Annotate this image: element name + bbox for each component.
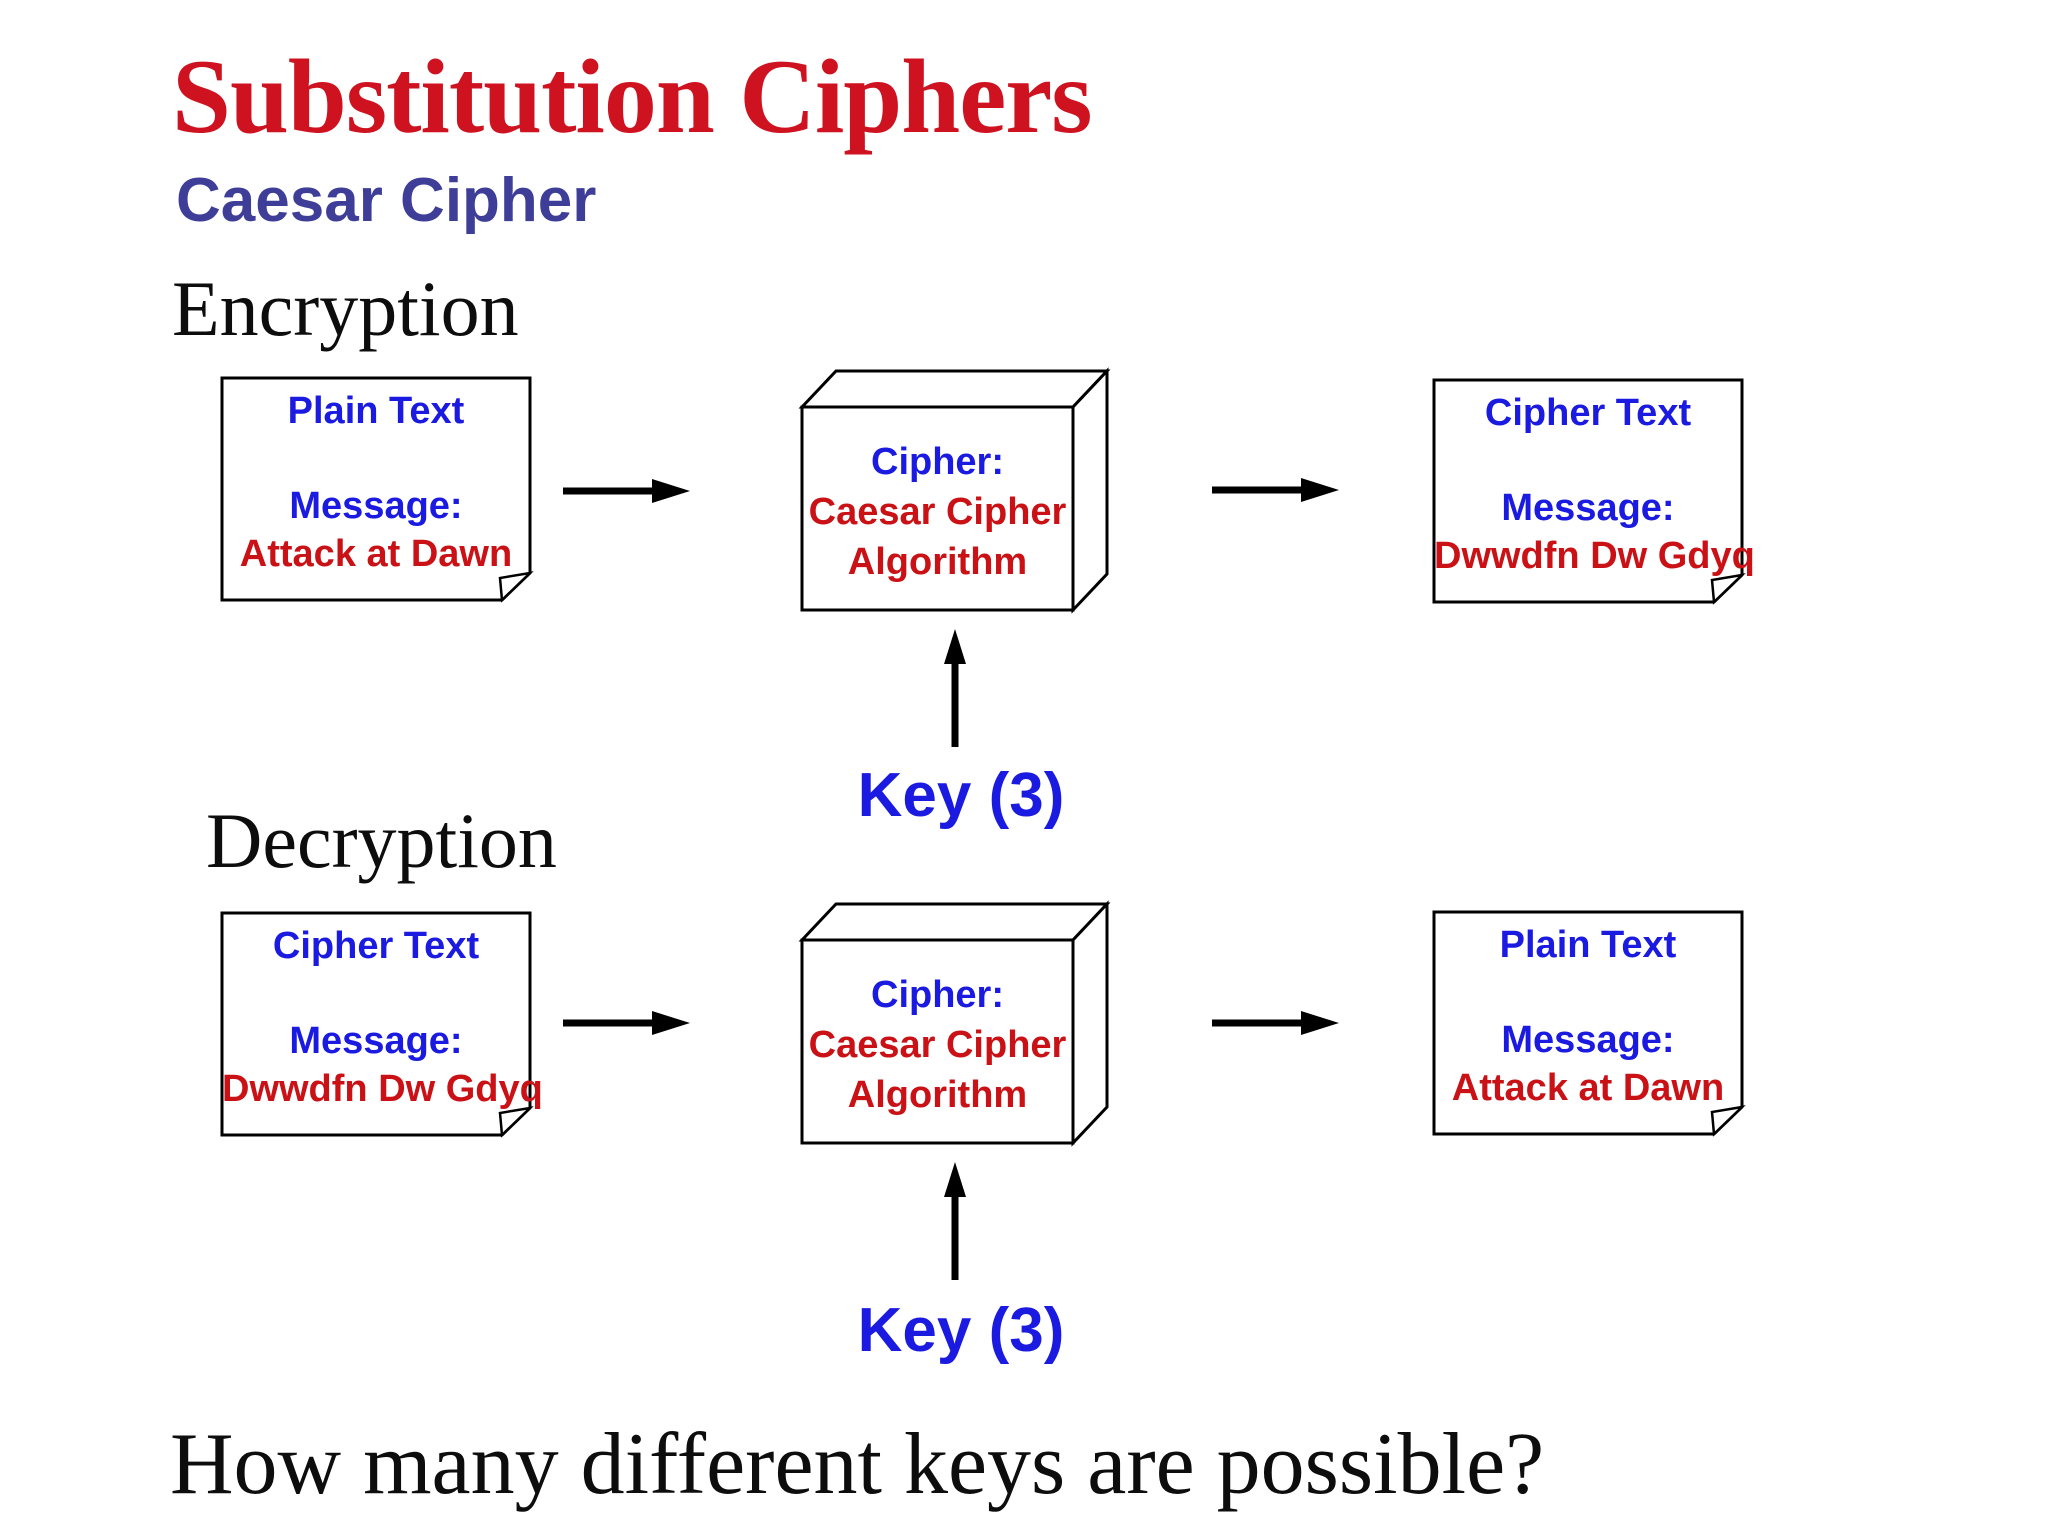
dec-input-note-fold-icon (498, 1106, 534, 1138)
note-title: Cipher Text (1484, 392, 1692, 434)
enc-cipher-box-top-face (798, 369, 1111, 409)
cipher-label: Cipher: (871, 974, 1004, 1016)
message-label: Message: (1501, 487, 1675, 529)
dec-cipher-box-text: Cipher: Caesar Cipher Algorithm (802, 970, 1073, 1120)
message-label: Message: (289, 1020, 463, 1062)
cipher-name-line2: Algorithm (847, 1074, 1028, 1116)
dec-output-note-fold-icon (1710, 1105, 1746, 1137)
cipher-name-line1: Caesar Cipher (808, 491, 1067, 533)
encryption-section-label: Encryption (172, 265, 519, 352)
dec-cipher-box-top-face (798, 902, 1111, 942)
message-value: Dwwdfn Dw Gdyq (222, 1068, 543, 1110)
note-title: Plain Text (1499, 924, 1677, 966)
closing-question: How many different keys are possible? (170, 1416, 1545, 1513)
enc-input-note-fold-icon (498, 571, 534, 603)
enc-output-note-fold-icon (1710, 573, 1746, 605)
message-value: Dwwdfn Dw Gdyq (1434, 535, 1755, 577)
dec-key-up-arrow-head-icon (944, 1162, 966, 1197)
dec-cipher-box-front-face (800, 938, 1075, 1145)
message-label: Message: (1501, 1019, 1675, 1061)
note-title: Plain Text (287, 390, 465, 432)
dec-output-note-text: Plain Text Message: Attack at Dawn (1434, 912, 1742, 1112)
dec-cipher-box-right-face (1071, 900, 1109, 1147)
enc-input-note-text: Plain Text Message: Attack at Dawn (222, 378, 530, 578)
enc-cipher-box-text: Cipher: Caesar Cipher Algorithm (802, 437, 1073, 587)
slide-title: Substitution Ciphers (172, 38, 1093, 155)
note-title: Cipher Text (272, 925, 480, 967)
enc-right-arrow-head-icon (652, 479, 690, 503)
message-value: Attack at Dawn (239, 533, 513, 575)
dec-key-label: Key (3) (857, 1296, 1065, 1365)
enc-key-up-arrow-head-icon (944, 629, 966, 664)
enc-output-note-text: Cipher Text Message: Dwwdfn Dw Gdyq (1434, 380, 1755, 580)
enc-cipher-box-right-face (1071, 367, 1109, 614)
decryption-section-label: Decryption (206, 797, 557, 884)
message-value: Attack at Dawn (1451, 1067, 1725, 1109)
slide-subtitle: Caesar Cipher (176, 166, 597, 235)
message-label: Message: (289, 485, 463, 527)
enc-right-arrow2-head-icon (1301, 478, 1339, 502)
dec-input-note-text: Cipher Text Message: Dwwdfn Dw Gdyq (222, 913, 543, 1113)
enc-key-label: Key (3) (857, 761, 1065, 830)
cipher-label: Cipher: (871, 441, 1004, 483)
cipher-name-line1: Caesar Cipher (808, 1024, 1067, 1066)
cipher-name-line2: Algorithm (847, 541, 1028, 583)
dec-right-arrow-head-icon (652, 1011, 690, 1035)
dec-right-arrow2-head-icon (1301, 1011, 1339, 1035)
enc-cipher-box-front-face (800, 405, 1075, 612)
